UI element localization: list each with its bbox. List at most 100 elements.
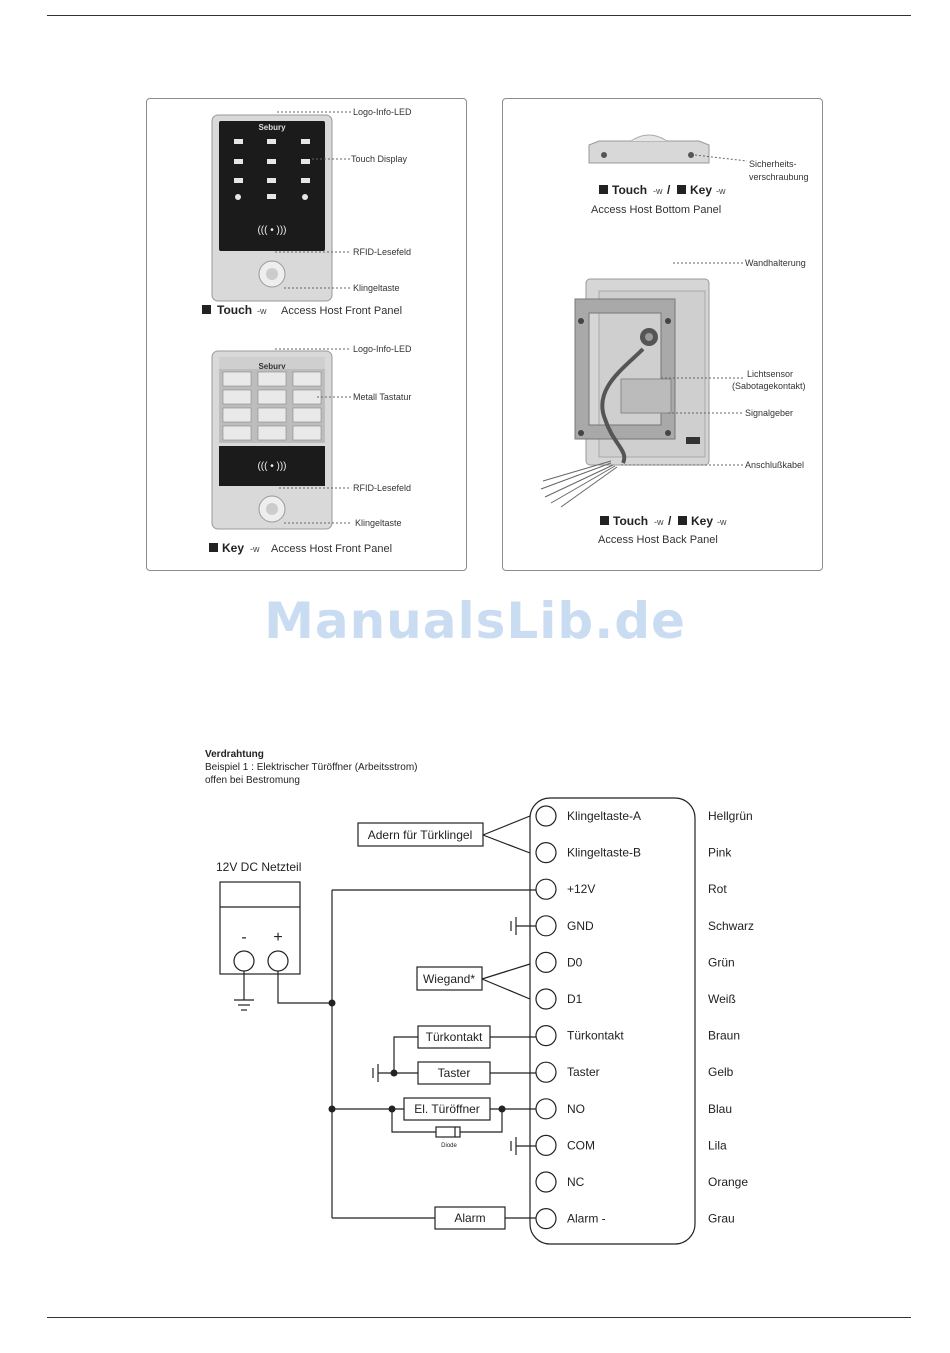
terminal-label: Taster <box>567 1065 600 1079</box>
back-panel-figure: Sicherheits- verschraubung Touch -w / Ke… <box>502 98 823 571</box>
psu-minus: - <box>241 929 246 946</box>
bottom-rule <box>47 1317 911 1318</box>
svg-text:Access Host Back Panel: Access Host Back Panel <box>598 534 718 546</box>
terminal-connector <box>535 988 557 1010</box>
wire-color-label: Lila <box>708 1138 727 1152</box>
callout-metal-keypad: Metall Tastatur <box>353 392 411 402</box>
svg-text:-w: -w <box>717 517 727 527</box>
terminal-block <box>529 797 696 1245</box>
svg-text:-w: -w <box>250 544 260 554</box>
box-button: Taster <box>438 1066 471 1080</box>
callout-logo-info-led: Logo-Info-LED <box>353 107 412 117</box>
svg-text:Key: Key <box>222 541 244 555</box>
callout-doorbell-button-key: Klingeltaste <box>355 518 402 528</box>
callout-security-screw-2: verschraubung <box>749 172 809 182</box>
svg-text:Touch: Touch <box>613 514 648 528</box>
wire-color-label: Blau <box>708 1102 732 1116</box>
wiring-title: Verdrahtung <box>205 749 264 760</box>
wiring-subtitle-1: Beispiel 1 : Elektrischer Türöffner (Arb… <box>205 762 418 773</box>
callout-touch-display: Touch Display <box>351 154 408 164</box>
back-view <box>540 278 710 508</box>
callout-buzzer: Signalgeber <box>745 408 793 418</box>
wire-color-label: Orange <box>708 1175 748 1189</box>
terminal-label: NO <box>567 1102 585 1116</box>
terminal-label: D0 <box>567 955 583 969</box>
terminal-label: Alarm - <box>567 1212 606 1226</box>
terminal-label: NC <box>567 1175 585 1189</box>
box-door-contact: Türkontakt <box>426 1030 483 1044</box>
terminal-connector <box>535 1061 557 1083</box>
back-panel-drawing: Sicherheits- verschraubung Touch -w / Ke… <box>540 134 809 546</box>
touch-device: Sebury ((( • ))) <box>211 114 333 302</box>
wire-color-label: Weiß <box>708 992 736 1006</box>
box-alarm: Alarm <box>454 1211 485 1225</box>
terminal-connector <box>535 805 557 827</box>
callout-tamper-contact: (Sabotagekontakt) <box>732 381 806 391</box>
top-rule <box>47 15 911 16</box>
terminal-connector <box>535 1171 557 1193</box>
wiring-heading: Verdrahtung Beispiel 1 : Elektrischer Tü… <box>205 748 417 787</box>
callout-connection-cable: Anschlußkabel <box>745 460 804 470</box>
key-caption: Key -w Access Host Front Panel <box>209 541 392 555</box>
key-logo: Sebury <box>258 362 286 371</box>
svg-text:Touch: Touch <box>217 303 252 317</box>
back-caption: Touch -w / Key -w Access Host Back Panel <box>598 514 727 546</box>
watermark: ManualsLib.de <box>264 592 686 650</box>
wire-color-label: Grün <box>708 955 735 969</box>
wire-color-label: Pink <box>708 846 732 860</box>
svg-text:-w: -w <box>716 186 726 196</box>
terminal-connector <box>535 915 557 937</box>
callout-light-sensor: Lichtsensor <box>747 369 793 379</box>
front-panel-drawing: Sebury ((( • ))) Logo-Info-LED Touch Dis… <box>202 107 412 555</box>
terminal-label: +12V <box>567 882 595 896</box>
svg-text:/: / <box>667 183 671 197</box>
terminal-label: D1 <box>567 992 583 1006</box>
bottom-view <box>588 134 748 164</box>
box-bell-wires: Adern für Türklingel <box>368 828 473 842</box>
svg-text:-w: -w <box>653 186 663 196</box>
svg-text:-w: -w <box>654 517 664 527</box>
box-wiegand: Wiegand* <box>423 972 475 986</box>
terminal-label: COM <box>567 1138 595 1152</box>
terminal-label: Klingeltaste-A <box>567 809 641 823</box>
touch-caption: Touch -w Access Host Front Panel <box>202 303 402 317</box>
terminal-connector <box>535 1098 557 1120</box>
callout-security-screw-1: Sicherheits- <box>749 159 797 169</box>
psu-label: 12V DC Netzteil <box>216 860 301 874</box>
wire-color-label: Braun <box>708 1029 740 1043</box>
svg-text:((( • ))): ((( • ))) <box>257 461 286 472</box>
terminal-connector <box>535 878 557 900</box>
svg-text:/: / <box>668 514 672 528</box>
svg-text:Key: Key <box>691 514 713 528</box>
key-device: Sebury ((( • ))) <box>211 350 333 530</box>
diode-label: Diode <box>441 1143 457 1149</box>
wiring-subtitle-2: offen bei Bestromung <box>205 775 300 786</box>
touch-logo: Sebury <box>258 123 286 132</box>
front-panel-figure: Sebury ((( • ))) Logo-Info-LED Touch Dis… <box>146 98 467 571</box>
svg-text:Access Host Front Panel: Access Host Front Panel <box>281 305 402 317</box>
terminal-connector <box>535 1207 557 1230</box>
terminal-connector <box>535 1134 557 1157</box>
callout-wall-mount: Wandhalterung <box>745 258 806 268</box>
svg-text:Access Host Bottom Panel: Access Host Bottom Panel <box>591 204 721 216</box>
terminal-label: GND <box>567 919 594 933</box>
callout-rfid-reader-key: RFID-Lesefeld <box>353 483 411 493</box>
wire-color-label: Schwarz <box>708 919 754 933</box>
terminal-connector <box>535 951 557 974</box>
psu-plus: + <box>273 929 282 946</box>
bottom-caption: Touch -w / Key -w Access Host Bottom Pan… <box>591 183 726 216</box>
svg-text:Touch: Touch <box>612 183 647 197</box>
callout-logo-info-led-key: Logo-Info-LED <box>353 344 412 354</box>
terminal-label: Klingeltaste-B <box>567 846 641 860</box>
terminal-connector <box>535 841 557 864</box>
svg-text:Key: Key <box>690 183 712 197</box>
terminal-connector <box>535 1024 557 1047</box>
svg-text:((( • ))): ((( • ))) <box>257 225 286 236</box>
callout-rfid-reader: RFID-Lesefeld <box>353 247 411 257</box>
callout-doorbell-button: Klingeltaste <box>353 283 400 293</box>
box-door-opener: El. Türöffner <box>414 1102 480 1116</box>
wire-color-label: Hellgrün <box>708 809 753 823</box>
svg-text:Access Host Front Panel: Access Host Front Panel <box>271 543 392 555</box>
